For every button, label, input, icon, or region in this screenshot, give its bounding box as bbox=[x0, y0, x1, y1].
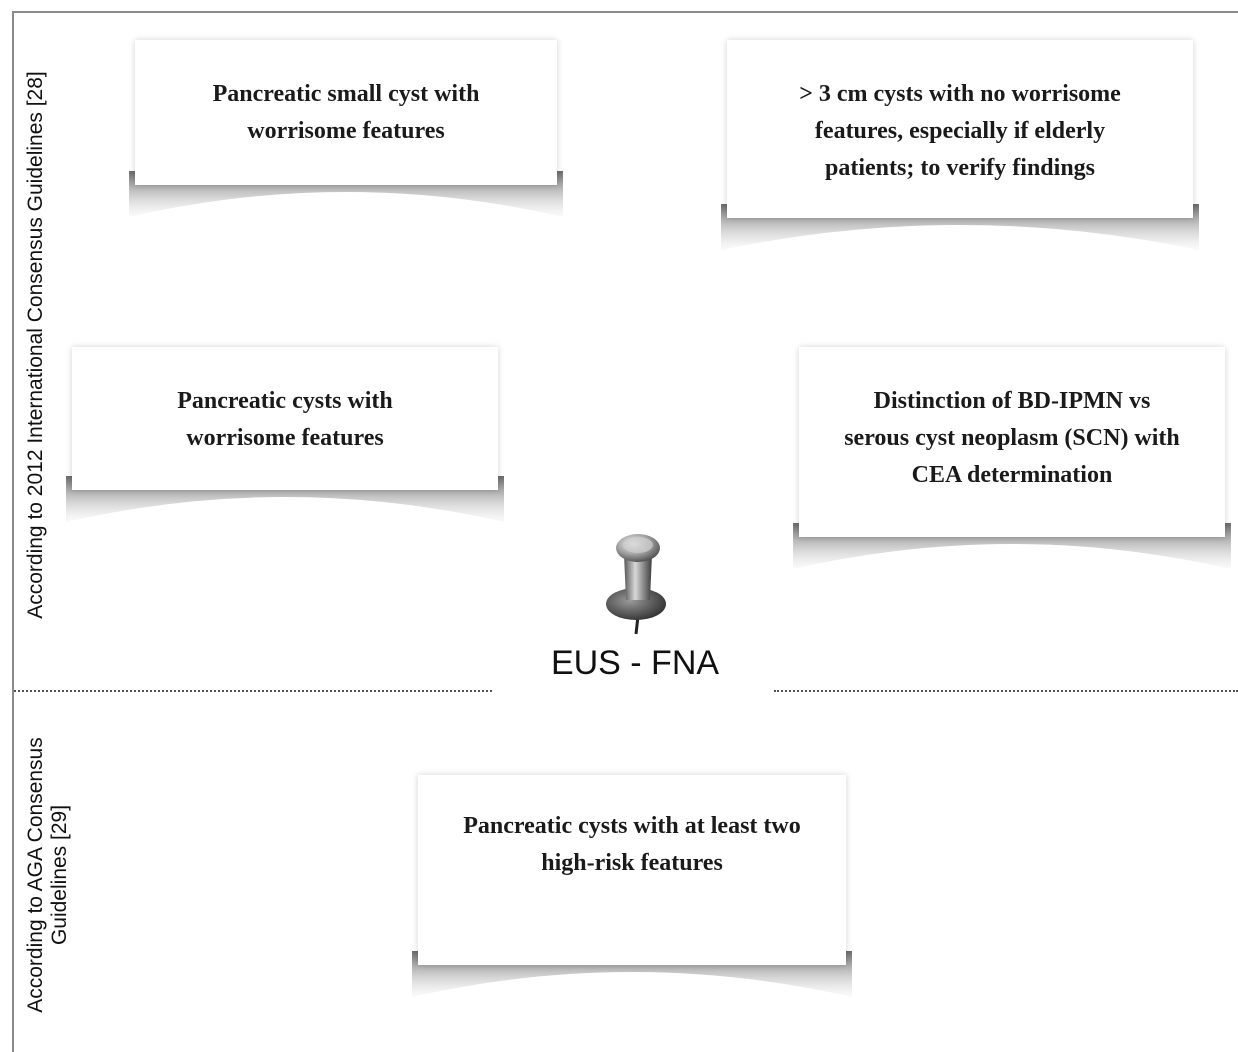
section-divider-left bbox=[14, 690, 492, 692]
axis-label-international-text: According to 2012 International Consensu… bbox=[24, 71, 47, 619]
axis-label-aga-text: According to AGA Consensus Guidelines [2… bbox=[24, 737, 71, 1013]
note-large-cyst: > 3 cm cysts with no worrisome features,… bbox=[721, 40, 1199, 250]
center-label: EUS - FNA bbox=[550, 644, 720, 682]
note-high-risk: Pancreatic cysts with at least two high-… bbox=[412, 775, 852, 997]
note-text: Distinction of BD-IPMN vs serous cyst ne… bbox=[844, 388, 1180, 488]
pushpin-icon bbox=[606, 534, 666, 635]
note-distinction: Distinction of BD-IPMN vs serous cyst ne… bbox=[793, 347, 1231, 569]
note-text: Pancreatic cysts with worrisome features bbox=[177, 388, 393, 451]
note-worrisome: Pancreatic cysts with worrisome features bbox=[66, 347, 504, 522]
frame-left-border bbox=[12, 11, 14, 1052]
note-text: > 3 cm cysts with no worrisome features,… bbox=[799, 81, 1121, 181]
note-text: Pancreatic cysts with at least two high-… bbox=[463, 813, 801, 876]
section-divider-right bbox=[774, 690, 1238, 692]
frame-top-border bbox=[12, 11, 1238, 13]
note-text: Pancreatic small cyst with worrisome fea… bbox=[212, 81, 480, 144]
note-small-cyst: Pancreatic small cyst with worrisome fea… bbox=[129, 40, 563, 217]
